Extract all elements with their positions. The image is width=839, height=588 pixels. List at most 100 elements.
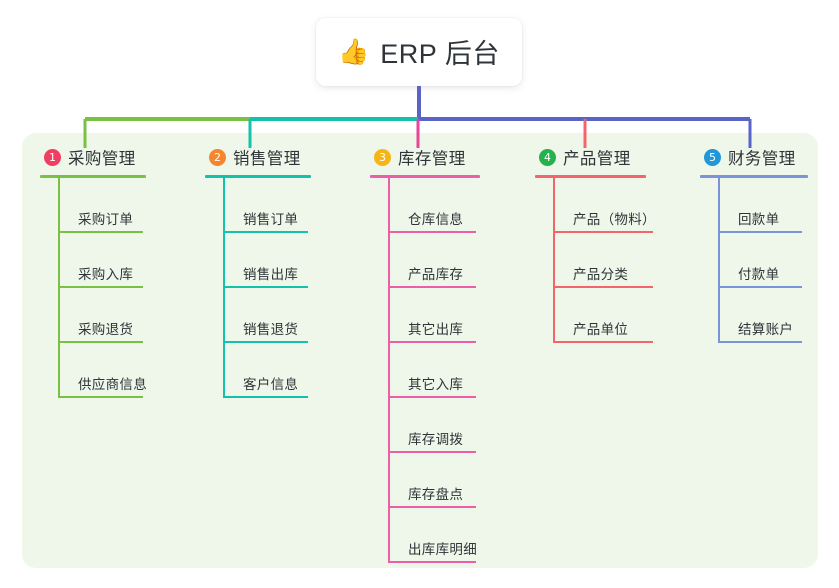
branch-item-underline [58,286,143,288]
root-node-label: ERP 后台 [380,38,500,69]
branch-header-sales[interactable]: 2 销售管理 [205,146,311,168]
branch-item[interactable]: 供应商信息 [58,343,147,398]
branch-item-underline [388,506,476,508]
branch-header-purchase[interactable]: 1 采购管理 [40,146,147,168]
branch-item-underline [718,341,802,343]
branch-item-underline [223,341,308,343]
branch-item-label: 仓库信息 [408,212,464,227]
branch-item-label: 库存调拨 [408,432,464,447]
branch-item[interactable]: 采购订单 [58,178,147,233]
branch-item[interactable]: 采购退货 [58,288,147,343]
branch-item[interactable]: 产品分类 [553,233,656,288]
branch-item-label: 客户信息 [243,377,299,392]
branch-item-underline [388,286,476,288]
branch-item-label: 结算账户 [738,322,794,337]
branch-item-underline [388,396,476,398]
root-node[interactable]: 👍 ERP 后台 [316,18,522,86]
branch-item-underline [223,396,308,398]
branch-item[interactable]: 其它入库 [388,343,480,398]
branch-header-inventory[interactable]: 3 库存管理 [370,146,480,168]
branch-item-underline [718,231,802,233]
branch-item-underline [718,286,802,288]
branch-item-underline [553,341,653,343]
branch-item[interactable]: 其它出库 [388,288,480,343]
branch-item-label: 采购退货 [78,322,134,337]
branch-header-underline [370,175,480,178]
branch-item[interactable]: 库存调拨 [388,398,480,453]
root-node-content: 👍 ERP 后台 [338,32,500,71]
branch-item-label: 付款单 [738,267,780,282]
branch-item-label: 产品分类 [573,267,629,282]
branch-item-label: 采购入库 [78,267,134,282]
branch-item-label: 产品单位 [573,322,629,337]
branch-item[interactable]: 产品单位 [553,288,656,343]
branch-title-label: 采购管理 [68,150,136,168]
branch-header-underline [535,175,646,178]
branch-item-underline [388,341,476,343]
branch-header-finance[interactable]: 5 财务管理 [700,146,808,168]
branch-title-label: 库存管理 [398,150,466,168]
branch-column-purchase: 1 采购管理采购订单采购入库采购退货供应商信息 [40,146,147,398]
branch-item[interactable]: 出库库明细 [388,508,480,563]
branch-index-badge: 1 [44,148,61,166]
branch-title-label: 销售管理 [233,150,301,168]
branch-item[interactable]: 结算账户 [718,288,808,343]
branch-item-label: 出库库明细 [408,542,477,557]
branch-item[interactable]: 付款单 [718,233,808,288]
branch-items-inventory: 仓库信息产品库存其它出库其它入库库存调拨库存盘点出库库明细 [388,178,480,563]
branch-spine-line [718,178,720,343]
branch-item[interactable]: 仓库信息 [388,178,480,233]
branch-items-sales: 销售订单销售出库销售退货客户信息 [223,178,311,398]
branch-items-purchase: 采购订单采购入库采购退货供应商信息 [58,178,147,398]
branch-items-finance: 回款单付款单结算账户 [718,178,808,343]
branch-item-label: 采购订单 [78,212,134,227]
branch-item[interactable]: 销售退货 [223,288,311,343]
branch-item[interactable]: 产品库存 [388,233,480,288]
branch-item-underline [58,231,143,233]
branch-header-underline [40,175,146,178]
branch-spine-line [388,178,390,563]
branch-item-label: 其它出库 [408,322,464,337]
branch-item-label: 其它入库 [408,377,464,392]
branch-index-badge: 2 [209,148,226,166]
branch-item[interactable]: 客户信息 [223,343,311,398]
branch-item-label: 供应商信息 [78,377,147,392]
thumbs-up-icon: 👍 [338,36,370,66]
branch-item[interactable]: 回款单 [718,178,808,233]
branch-spine-line [223,178,225,398]
branch-column-inventory: 3 库存管理仓库信息产品库存其它出库其它入库库存调拨库存盘点出库库明细 [370,146,480,563]
branch-title-label: 财务管理 [728,150,796,168]
branch-item-underline [58,341,143,343]
branch-header-underline [700,175,808,178]
branch-index-badge: 3 [374,148,391,166]
branch-header-underline [205,175,311,178]
branch-item-underline [223,231,308,233]
branch-item[interactable]: 销售订单 [223,178,311,233]
branch-item[interactable]: 产品（物料） [553,178,656,233]
branch-item[interactable]: 采购入库 [58,233,147,288]
branch-item-label: 销售出库 [243,267,299,282]
branch-item-underline [388,561,476,563]
branch-item-underline [553,286,653,288]
branch-index-badge: 5 [704,148,721,166]
branch-item[interactable]: 销售出库 [223,233,311,288]
branch-item-underline [58,396,143,398]
branch-item-label: 产品（物料） [573,212,656,227]
branch-spine-line [553,178,555,343]
branch-column-sales: 2 销售管理销售订单销售出库销售退货客户信息 [205,146,311,398]
branch-item-underline [223,286,308,288]
branch-column-finance: 5 财务管理回款单付款单结算账户 [700,146,808,343]
branch-item-label: 回款单 [738,212,780,227]
branch-item-label: 销售退货 [243,322,299,337]
branch-item-underline [388,451,476,453]
branch-item-underline [388,231,476,233]
branch-item-label: 库存盘点 [408,487,464,502]
branch-item[interactable]: 库存盘点 [388,453,480,508]
branch-item-label: 产品库存 [408,267,464,282]
branch-title-label: 产品管理 [563,150,631,168]
branch-spine-line [58,178,60,398]
branch-item-label: 销售订单 [243,212,299,227]
diagram-background-panel [22,133,818,568]
